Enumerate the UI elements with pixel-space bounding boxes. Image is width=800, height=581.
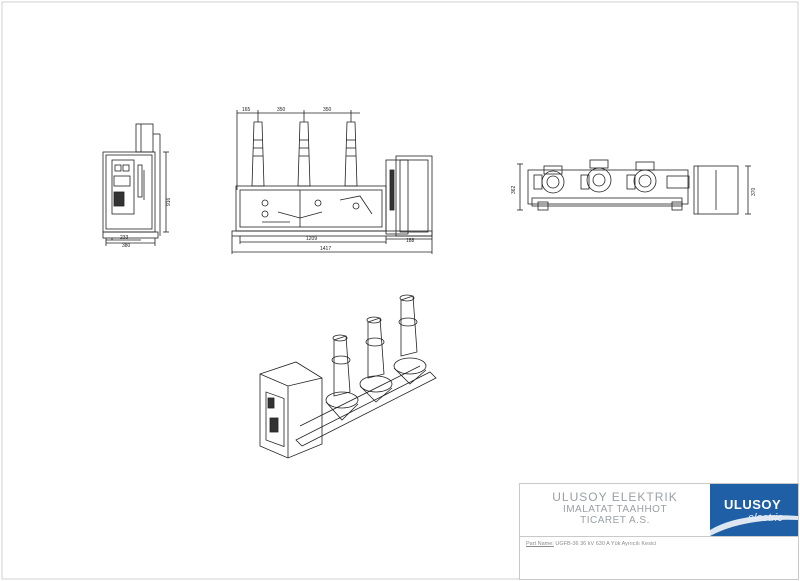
front-spacing-2-label: 350	[277, 107, 286, 113]
title-block-divider	[520, 536, 798, 537]
company-info: ULUSOY ELEKTRIK IMALATAT TAAHHOT TICARET…	[520, 484, 710, 536]
side-height-label: 916	[166, 197, 172, 206]
logo-wordmark: ULUSOY	[724, 497, 782, 512]
front-total-width-label: 1417	[320, 246, 331, 252]
top-view	[517, 159, 751, 215]
front-inner-width-label: 1209	[306, 236, 317, 242]
logo-swoosh-icon	[710, 515, 798, 536]
part-name-row: Part Name: UGFB-36 36 kV 630 A Yük Ayırı…	[526, 541, 656, 547]
side-view	[102, 123, 169, 246]
side-width-top-label: 233	[120, 235, 129, 241]
top-right-height-label: 370	[751, 187, 757, 196]
company-logo: ULUSOY electric	[710, 484, 798, 536]
front-view	[231, 110, 433, 254]
title-block: ULUSOY ELEKTRIK IMALATAT TAAHHOT TICARET…	[519, 483, 799, 580]
front-spacing-3-label: 350	[323, 107, 332, 113]
side-width-bottom-label: 380	[122, 243, 131, 249]
front-right-offset-label: 188	[406, 238, 415, 244]
logo-subtitle: electric	[748, 512, 783, 524]
company-name: ULUSOY ELEKTRIK	[552, 490, 678, 504]
part-name-value: UGFB-36 36 kV 630 A Yük Ayırıcılı Kesici	[555, 541, 657, 547]
isometric-view	[259, 294, 437, 459]
part-name-label: Part Name:	[526, 541, 554, 547]
company-subtitle-line-1: IMALATAT TAAHHOT	[562, 504, 668, 515]
top-left-height-label: 362	[511, 185, 517, 194]
front-spacing-1-label: 165	[242, 107, 251, 113]
company-subtitle-line-2: TICARET A.S.	[580, 515, 650, 526]
